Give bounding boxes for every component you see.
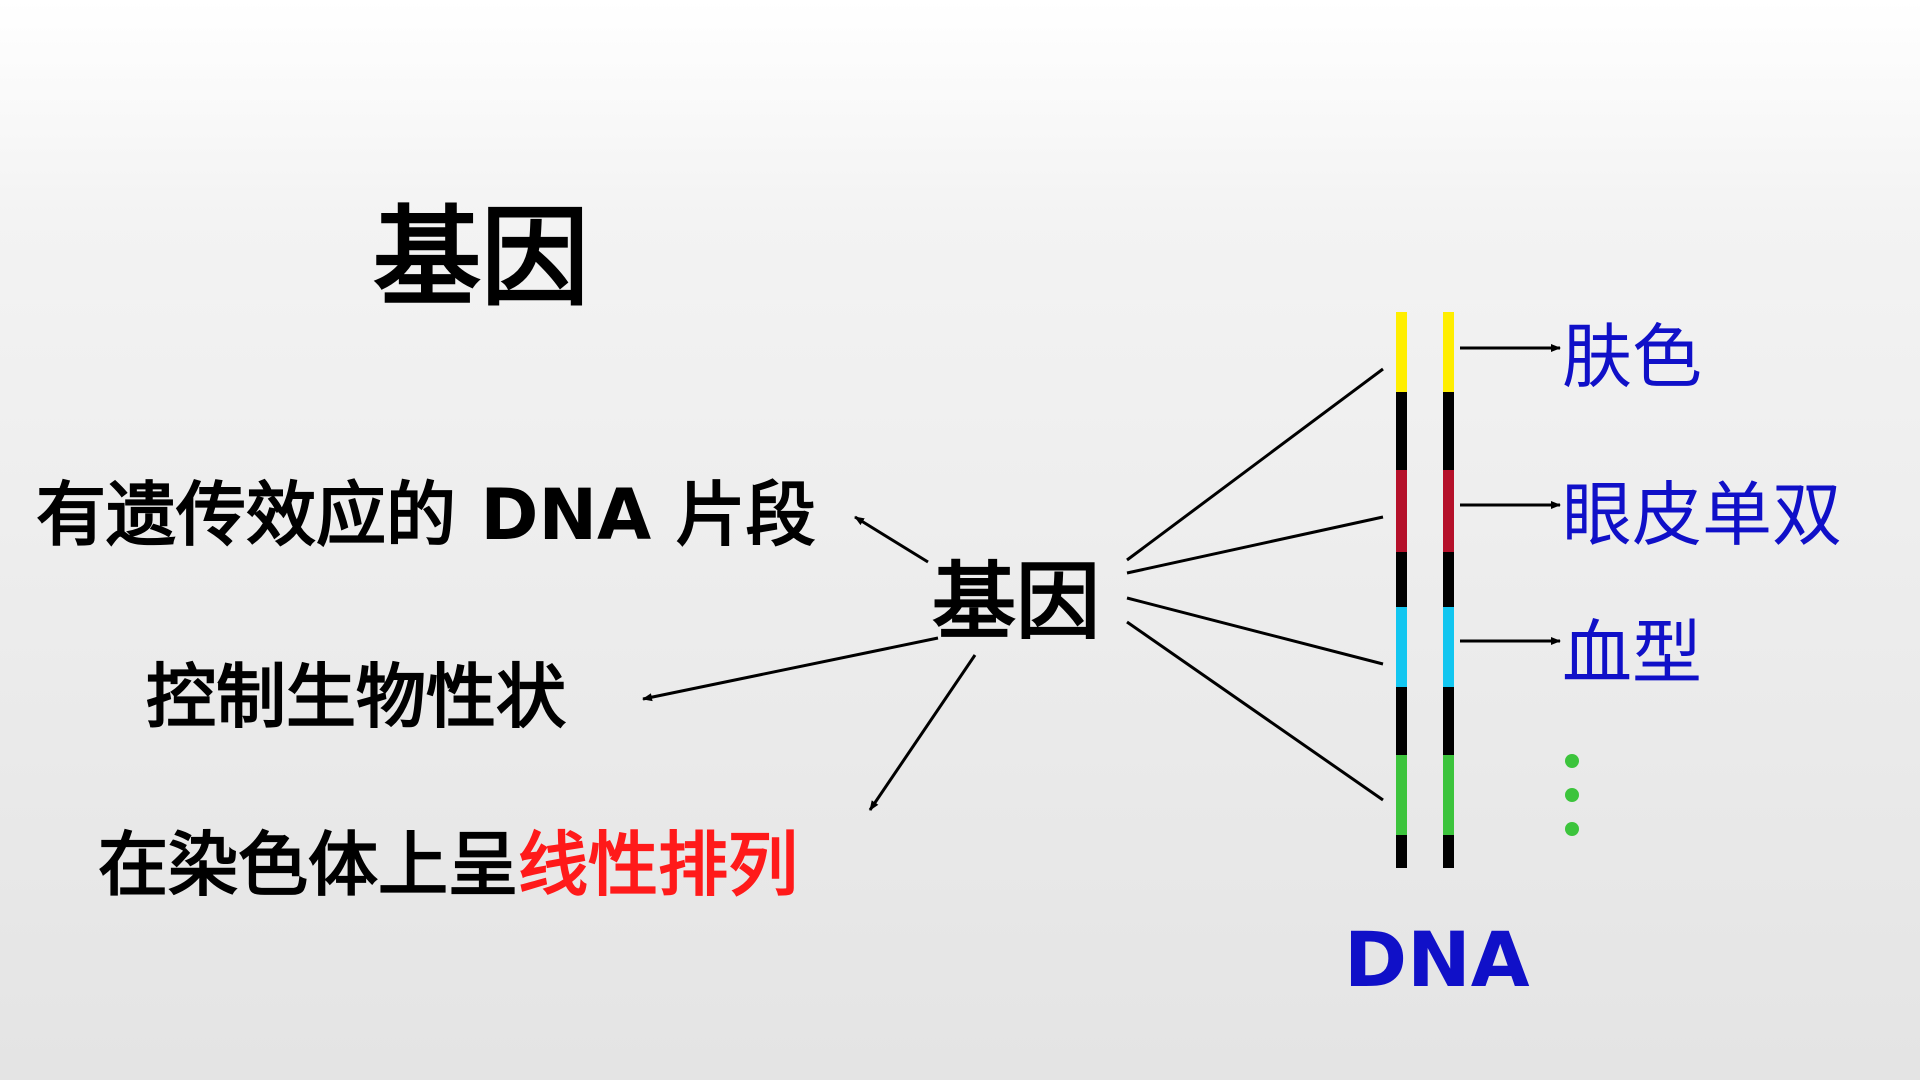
slide-title: 基因 <box>373 196 590 321</box>
dna-strand-left <box>1396 312 1407 868</box>
gene-cyan-right <box>1443 607 1454 687</box>
property-dna-segment: 有遗传效应的 DNA 片段 <box>36 474 816 556</box>
center-gene-label: 基因 <box>932 553 1101 651</box>
trait-eyelid: 眼皮单双 <box>1562 474 1842 556</box>
gene-cyan-left <box>1396 607 1407 687</box>
fan-line-gene-4 <box>1126 620 1384 802</box>
property-linear-prefix: 在染色体上呈 <box>98 824 518 906</box>
property-linear-arrangement: 在染色体上呈线性排列 <box>98 830 798 900</box>
gene-red-right <box>1443 470 1454 552</box>
property-linear-highlight: 线性排列 <box>518 824 798 906</box>
gene-green-right <box>1443 755 1454 835</box>
dna-strands <box>1396 312 1454 868</box>
fan-line-gene-2 <box>1126 515 1384 575</box>
fan-line-gene-3 <box>1126 596 1384 666</box>
dna-label: DNA <box>1344 915 1530 1004</box>
ellipsis-dot-1 <box>1565 754 1579 768</box>
arrow-to-dna-segment <box>854 515 929 564</box>
gene-green-left <box>1396 755 1407 835</box>
gene-red-left <box>1396 470 1407 552</box>
arrow-to-linear-arrangement <box>868 654 977 811</box>
arrow-to-control-traits <box>642 636 939 702</box>
trait-skin-color: 肤色 <box>1562 316 1702 398</box>
property-control-traits: 控制生物性状 <box>146 656 566 738</box>
trait-blood-type: 血型 <box>1562 612 1702 694</box>
gene-yellow-left <box>1396 312 1407 392</box>
dna-strand-right <box>1443 312 1454 868</box>
gene-yellow-right <box>1443 312 1454 392</box>
fan-line-gene-1 <box>1126 367 1384 562</box>
ellipsis-dot-3 <box>1565 822 1579 836</box>
ellipsis-dot-2 <box>1565 788 1579 802</box>
